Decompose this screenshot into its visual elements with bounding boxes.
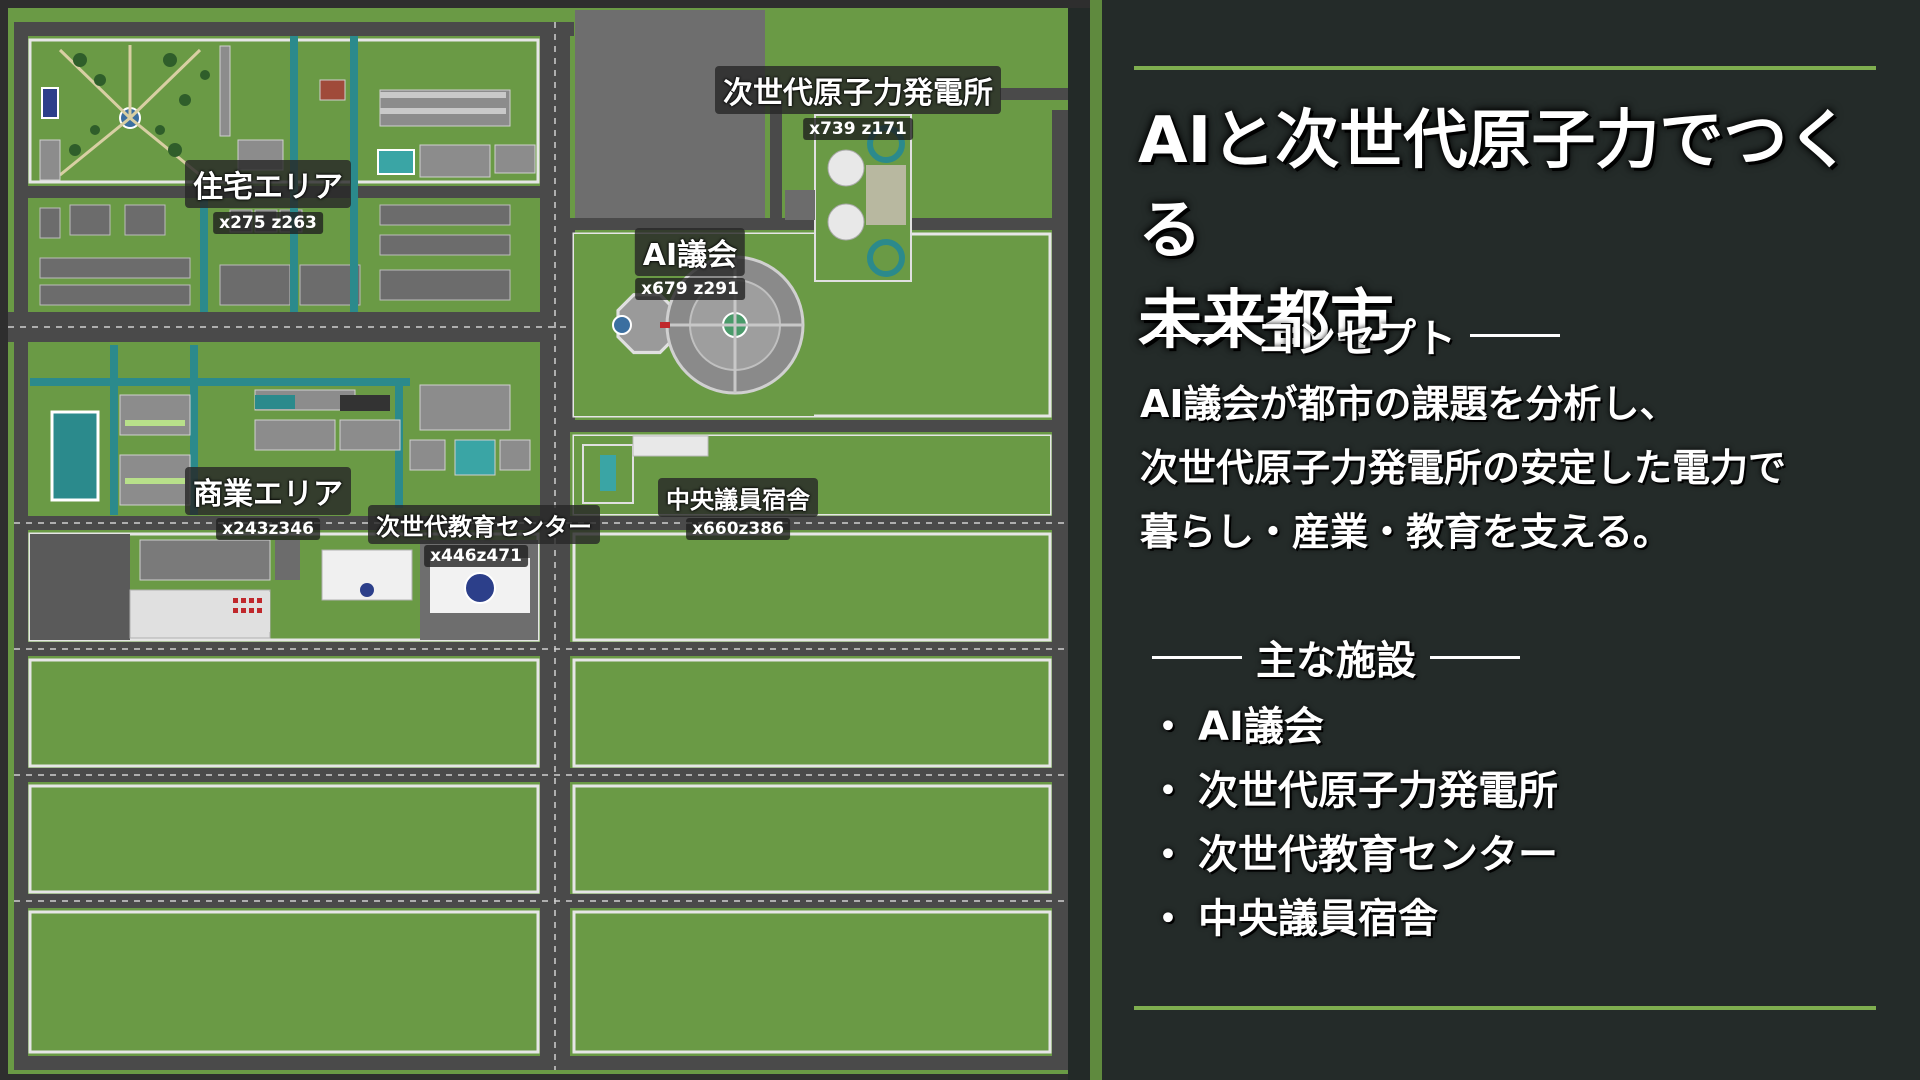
dormitory-coord: x660z386 [686,518,790,540]
title-line-2: 未来都市 [1138,284,1394,358]
dormitory-label: 中央議員宿舎 [658,478,818,517]
nuclear-plant-label: 次世代原子力発電所 [715,66,1001,114]
education-center-coord: x446z471 [424,545,528,567]
concept-heading-text: コンセプト [1256,316,1456,362]
facility-item: ・AI議会 [1148,704,1324,750]
facility-item: ・次世代原子力発電所 [1148,768,1558,814]
panel-title: AIと次世代原子力でつくる 未来都市 [1138,96,1908,366]
commercial-area-coord: x243z346 [216,518,320,540]
info-panel: AIと次世代原子力でつくる 未来都市 コンセプト AI議会が都市の課題を分析し、… [1102,0,1920,1080]
residential-area-label: 住宅エリア [185,160,351,208]
concept-line-2: 次世代原子力発電所の安定した電力で [1140,446,1787,490]
facility-item: ・次世代教育センター [1148,832,1558,878]
panel-divider [1090,0,1102,1080]
title-line-1: AIと次世代原子力でつくる [1138,104,1852,268]
education-center-label: 次世代教育センター [368,505,600,544]
ai-council-label: AI議会 [634,228,746,276]
concept-line-3: 暮らし・産業・教育を支える。 [1140,510,1671,554]
facilities-heading-text: 主な施設 [1256,638,1416,684]
top-rule [1134,66,1876,70]
concept-heading: コンセプト [1138,306,1574,364]
commercial-area-label: 商業エリア [185,467,351,515]
ai-council-coord: x679 z291 [635,278,745,300]
facilities-heading: 主な施設 [1138,628,1534,686]
nuclear-plant-coord: x739 z171 [803,118,913,140]
bottom-rule [1134,1006,1876,1010]
concept-line-1: AI議会が都市の課題を分析し、 [1140,382,1678,426]
facility-item: ・中央議員宿舎 [1148,896,1438,942]
residential-area-coord: x275 z263 [213,212,323,234]
city-map: 住宅エリア x275 z263 次世代原子力発電所 x739 z171 AI議会… [0,0,1090,1080]
